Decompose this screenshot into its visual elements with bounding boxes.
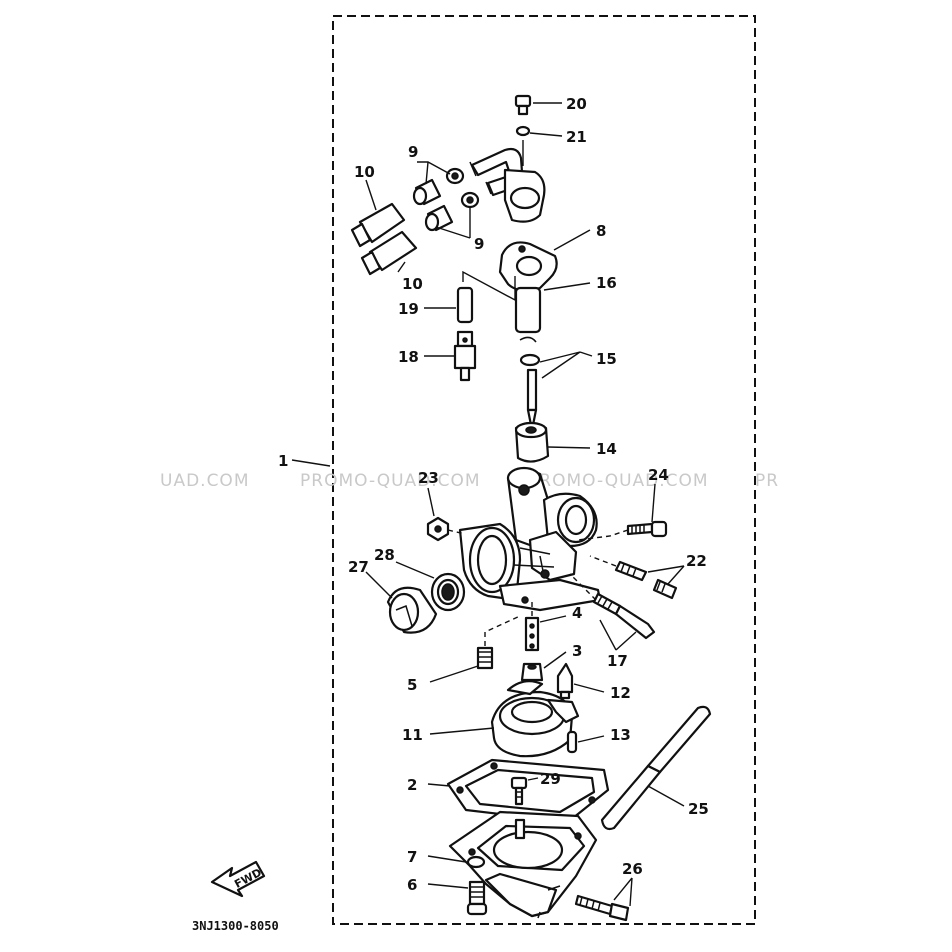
boot-10a (350, 202, 406, 248)
screw-26 (574, 894, 630, 922)
watermark-2: PROMO-QUAD.COM (300, 471, 481, 491)
callout-23: 23 (418, 469, 439, 487)
needle-valve-12 (556, 662, 574, 700)
callout-18: 18 (398, 348, 419, 366)
callout-6: 6 (407, 876, 417, 894)
tube-25 (600, 705, 712, 831)
callout-9a: 9 (408, 143, 418, 161)
screw-24 (626, 520, 668, 538)
callout-17: 17 (607, 652, 628, 670)
callout-24: 24 (648, 466, 669, 484)
screw-17 (592, 592, 656, 640)
gasket-2 (446, 758, 610, 824)
callout-2: 2 (407, 776, 417, 794)
jet-3 (520, 662, 544, 682)
screw-22a (614, 560, 648, 582)
nut-23 (426, 516, 450, 542)
callout-29: 29 (540, 770, 561, 788)
ring-28 (430, 572, 466, 612)
pin-13 (566, 730, 578, 754)
float-chamber (448, 810, 598, 919)
callout-4: 4 (572, 604, 582, 622)
screw-29 (510, 776, 528, 806)
callout-labels: 1 2 3 4 5 6 7 8 9 9 10 10 11 12 13 14 15… (278, 95, 709, 894)
washer-7 (466, 855, 486, 869)
callout-12: 12 (610, 684, 631, 702)
fitting-cap (469, 147, 546, 223)
seat-15 (519, 353, 541, 367)
callout-14: 14 (596, 440, 617, 458)
callout-22: 22 (686, 552, 707, 570)
pilot-jet-5 (476, 646, 494, 670)
cap-9b (424, 204, 454, 232)
callout-16: 16 (596, 274, 617, 292)
callout-3: 3 (572, 642, 582, 660)
jet-holder-4 (524, 616, 540, 652)
watermark-3: PROMO-QUAD.COM (528, 471, 709, 491)
drawing-code: 3NJ1300-8050 (192, 919, 279, 933)
callout-10b: 10 (402, 275, 423, 293)
callout-8: 8 (596, 222, 606, 240)
callout-20: 20 (566, 95, 587, 113)
callout-21: 21 (566, 128, 587, 146)
clip-15 (519, 336, 537, 343)
spring-16 (514, 286, 542, 334)
screw-6 (466, 880, 488, 916)
callout-28: 28 (374, 546, 395, 564)
needle-15 (526, 368, 538, 432)
float-11 (490, 679, 580, 758)
callout-19: 19 (398, 300, 419, 318)
plunger-18 (453, 330, 477, 382)
washer-21 (515, 125, 531, 137)
assembly-frame (332, 15, 756, 925)
callout-10a: 10 (354, 163, 375, 181)
callout-5: 5 (407, 676, 417, 694)
callout-11: 11 (402, 726, 423, 744)
watermark-4: PR (755, 471, 779, 491)
callout-15: 15 (596, 350, 617, 368)
throttle-valve-14 (514, 421, 550, 463)
screw-20 (514, 94, 532, 116)
callout-25: 25 (688, 800, 709, 818)
screw-22b (652, 578, 678, 600)
callout-13: 13 (610, 726, 631, 744)
watermark-1: UAD.COM (160, 471, 250, 491)
plate-8 (498, 241, 558, 292)
boot-10b (360, 230, 418, 276)
callout-9b: 9 (474, 235, 484, 253)
joint-27 (386, 586, 438, 634)
callout-26: 26 (622, 860, 643, 878)
callout-7: 7 (407, 848, 417, 866)
fwd-arrow-icon: FWD (210, 860, 266, 898)
cap-9a (412, 178, 442, 206)
carburetor-body (458, 466, 602, 612)
callout-27: 27 (348, 558, 369, 576)
spring-19 (456, 286, 474, 324)
callout-1: 1 (278, 452, 288, 470)
